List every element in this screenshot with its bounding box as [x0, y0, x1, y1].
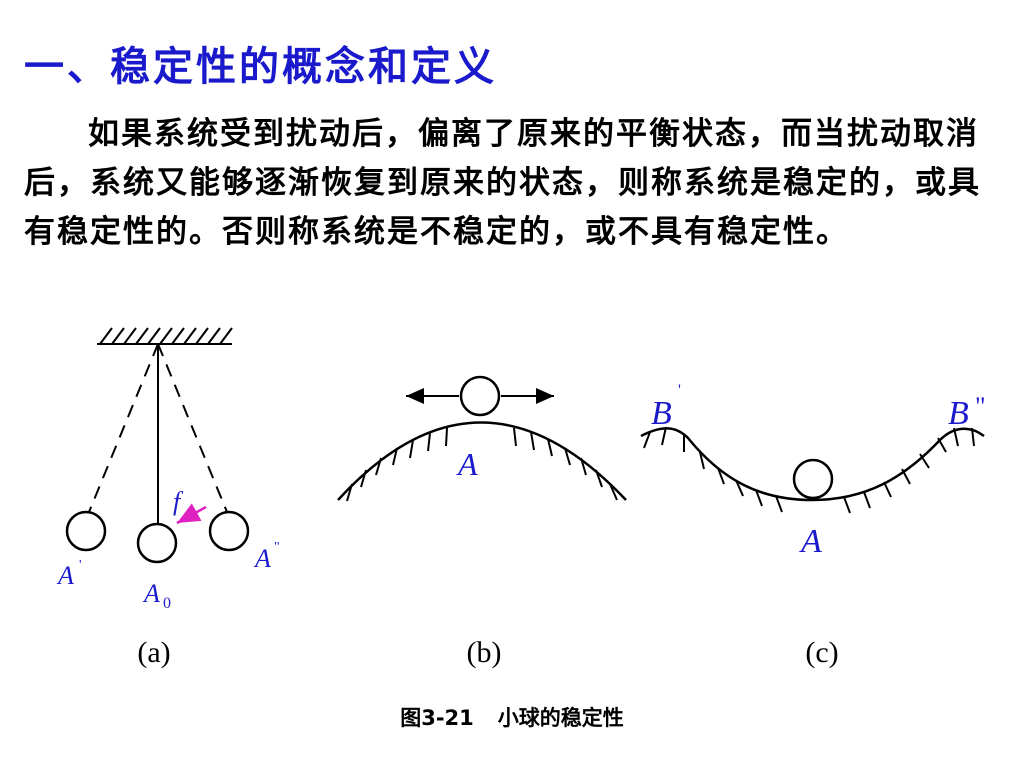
label-a-center: A	[142, 579, 160, 608]
panel-c-label: (c)	[805, 636, 838, 669]
panel-a-label: (a)	[137, 636, 170, 669]
label-c-point: A	[799, 523, 822, 560]
label-c-left-prime: '	[678, 382, 681, 399]
label-c-right: B	[948, 395, 969, 432]
panel-c-valley: B ' B " A (c)	[640, 382, 986, 669]
label-a-right-prime: "	[274, 540, 280, 555]
panel-b-hill: A (b)	[337, 375, 627, 669]
ball-on-hill	[459, 375, 501, 417]
label-a-left-prime: '	[79, 558, 82, 573]
hill-hatch	[346, 427, 618, 502]
label-c-left: B	[651, 395, 672, 432]
caption-number: 图3-21	[400, 706, 474, 730]
definition-paragraph: 如果系统受到扰动后，偏离了原来的平衡状态，而当扰动取消后，系统又能够逐渐恢复到原…	[24, 116, 981, 250]
label-a-center-sub: 0	[163, 595, 171, 612]
valley-hatch	[643, 426, 975, 514]
ball-in-valley	[792, 458, 834, 500]
pendulum-string-right-dashed	[157, 343, 228, 513]
label-force: f	[173, 487, 184, 516]
caption-text: 小球的稳定性	[497, 706, 624, 730]
ball-right	[208, 510, 250, 552]
pendulum-string-left-dashed	[88, 343, 159, 513]
panel-b-label: (b)	[467, 636, 502, 669]
hill-curve	[337, 421, 627, 501]
label-a-left: A	[56, 561, 74, 590]
page-title: 一、稳定性的概念和定义	[24, 44, 497, 90]
force-arrow	[176, 503, 207, 525]
panel-a-pendulum: f A ' A 0 A " (a)	[56, 327, 280, 669]
ceiling-hatch	[99, 327, 233, 345]
figure-caption: 图3-21 小球的稳定性	[0, 702, 1024, 732]
label-c-right-prime: "	[975, 392, 986, 421]
ball-center	[136, 522, 178, 564]
ball-left	[65, 510, 107, 552]
label-b-point: A	[456, 446, 478, 482]
label-a-right: A	[253, 544, 271, 573]
